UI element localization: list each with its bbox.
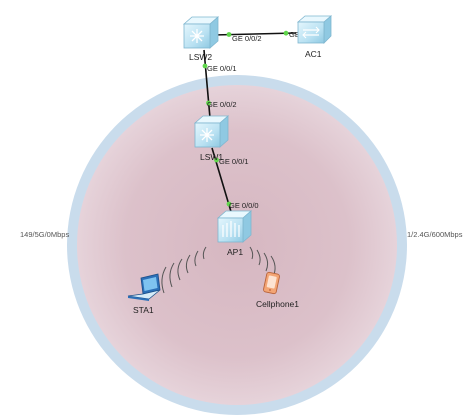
device-label-lsw2: LSW2 bbox=[189, 52, 212, 62]
laptop-icon bbox=[127, 273, 161, 301]
device-sta1[interactable]: STA1 bbox=[127, 273, 161, 315]
port-label-ap1-ge000: GE 0/0/0 bbox=[229, 201, 259, 210]
device-lsw2[interactable]: LSW2 bbox=[182, 16, 220, 62]
device-label-sta1: STA1 bbox=[133, 305, 154, 315]
port-label-lsw2-ge002: GE 0/0/2 bbox=[232, 34, 262, 43]
wireless-signal-left-icon bbox=[161, 246, 207, 294]
device-label-cellphone1: Cellphone1 bbox=[256, 299, 299, 309]
access-controller-icon bbox=[296, 15, 333, 44]
device-label-ac1: AC1 bbox=[305, 49, 322, 59]
port-dot bbox=[283, 30, 289, 36]
coverage-area bbox=[77, 85, 397, 405]
device-label-ap1: AP1 bbox=[227, 247, 243, 257]
port-dot bbox=[206, 100, 211, 106]
coverage-left-label: 149/5G/0Mbps bbox=[20, 230, 69, 239]
device-label-lsw1: LSW1 bbox=[200, 152, 223, 162]
device-lsw1[interactable]: LSW1 bbox=[193, 115, 230, 162]
port-label-lsw1-ge002: GE 0/0/2 bbox=[207, 100, 237, 109]
port-dot bbox=[214, 157, 219, 163]
coverage-right-label: 1/2.4G/600Mbps bbox=[407, 230, 463, 239]
access-point-icon bbox=[216, 210, 253, 243]
device-cellphone1[interactable]: Cellphone1 bbox=[256, 271, 299, 309]
port-dot bbox=[226, 201, 232, 207]
port-dot bbox=[226, 32, 232, 37]
device-ac1[interactable]: AC1 bbox=[296, 15, 333, 59]
port-label-lsw2-ge001: GE 0/0/1 bbox=[207, 64, 237, 73]
port-dot bbox=[202, 63, 208, 69]
device-ap1[interactable]: AP1 bbox=[216, 210, 253, 257]
port-label-lsw1-ge001: GE 0/0/1 bbox=[219, 157, 249, 166]
switch-icon bbox=[193, 115, 230, 148]
switch-icon bbox=[182, 16, 220, 49]
cellphone-icon bbox=[263, 271, 280, 295]
port-dots bbox=[202, 30, 289, 207]
link-lsw2-lsw1[interactable] bbox=[203, 49, 211, 119]
